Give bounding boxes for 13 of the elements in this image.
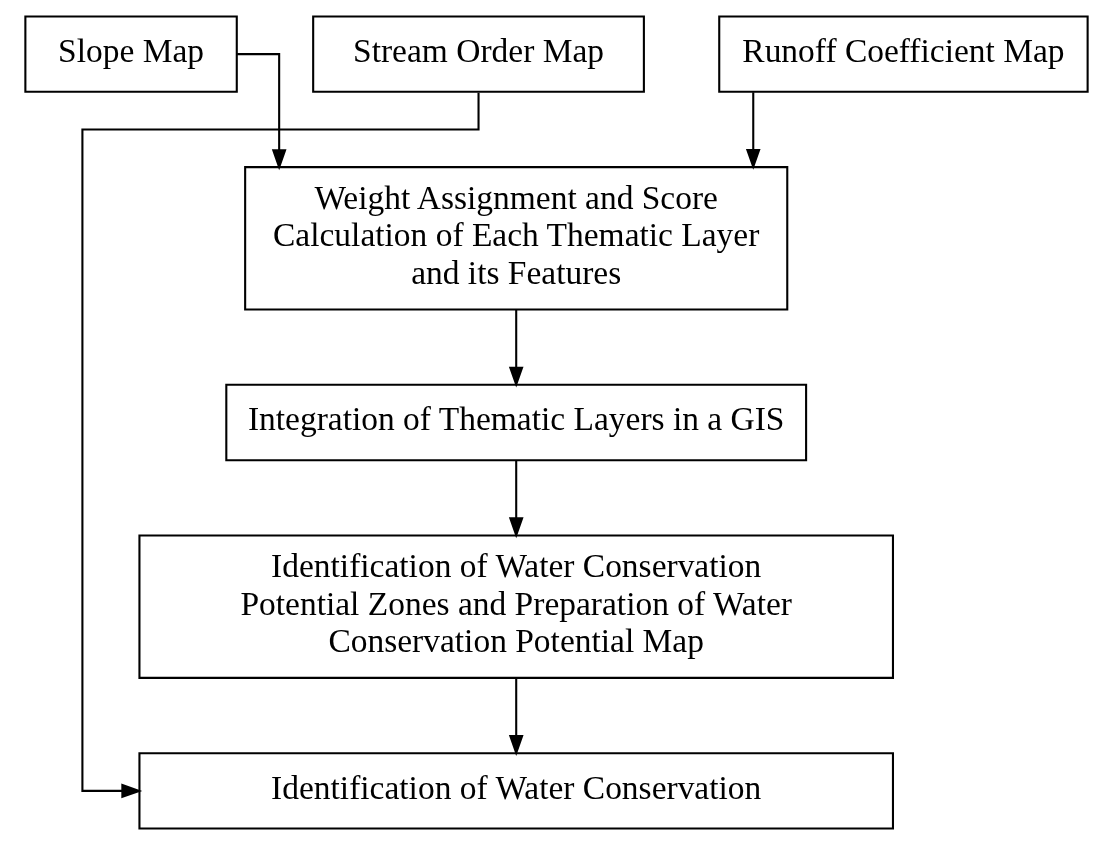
node-box: Stream Order Map bbox=[311, 15, 645, 93]
node-box: Weight Assignment and Score Calculation of Each Thematic Layer and its Features bbox=[243, 166, 788, 311]
node-box: Slope Map bbox=[23, 15, 238, 93]
arrow bbox=[80, 92, 480, 799]
arrow bbox=[508, 460, 524, 539]
arrow bbox=[236, 53, 286, 171]
node-box: Runoff Coefficient Map bbox=[717, 15, 1089, 93]
arrow bbox=[745, 92, 761, 170]
arrow bbox=[508, 677, 524, 756]
arrow bbox=[508, 309, 524, 388]
node-box: Identification of Water Conservation bbox=[137, 752, 894, 830]
node-box: Identification of Water Conservation Potential Zones and Preparation of Water Conservation Potential Map bbox=[137, 534, 894, 679]
node-box: Integration of Thematic Layers in a GIS bbox=[224, 383, 807, 462]
